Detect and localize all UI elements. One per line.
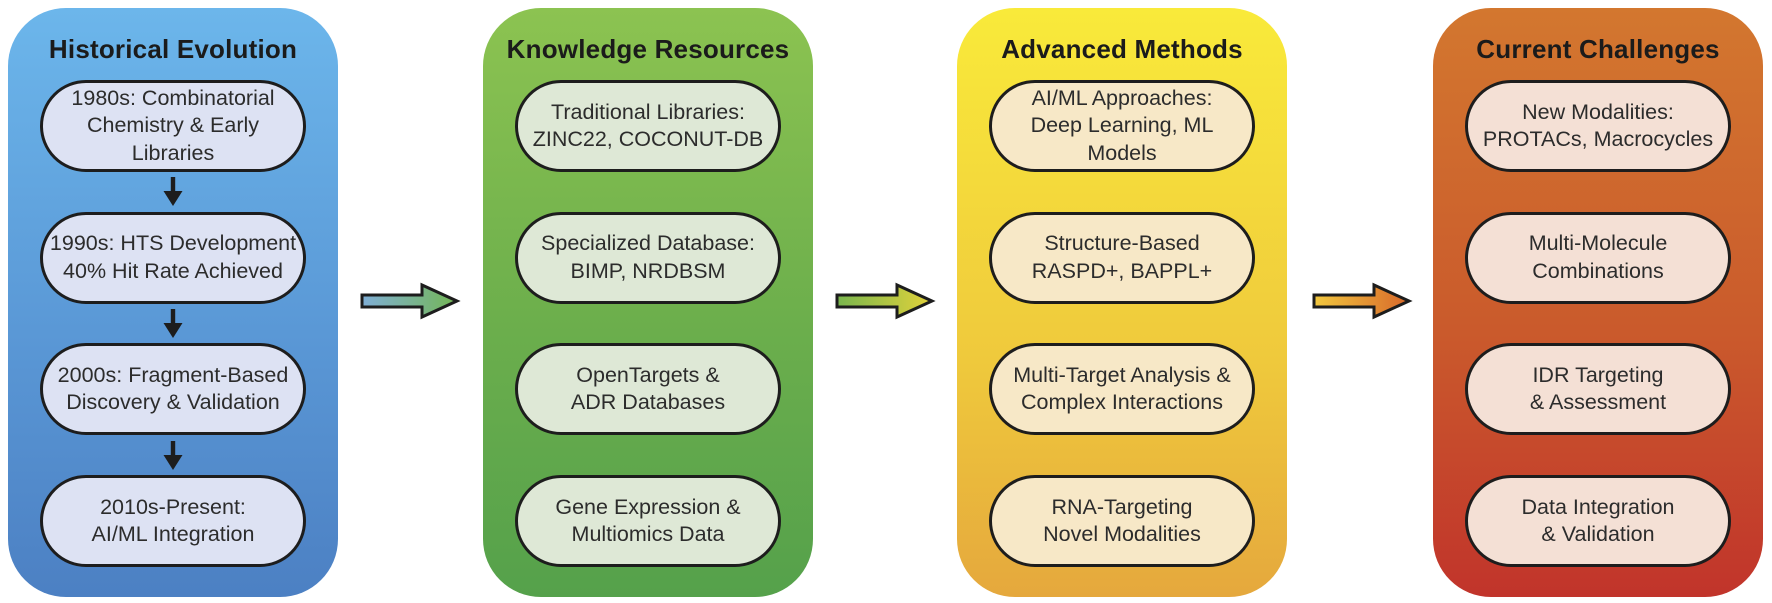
panel-current-challenges: Current Challenges New Modalities: PROTA… bbox=[1433, 8, 1763, 597]
panel-body: Traditional Libraries: ZINC22, COCONUT-D… bbox=[515, 80, 781, 567]
flow-node: Multi-Target Analysis & Complex Interact… bbox=[989, 343, 1255, 436]
flow-node: Specialized Database: BIMP, NRDBSM bbox=[515, 211, 781, 304]
panel-body: AI/ML Approaches: Deep Learning, ML Mode… bbox=[989, 80, 1255, 567]
down-arrow-icon bbox=[163, 440, 183, 470]
flow-node: Multi-Molecule Combinations bbox=[1465, 211, 1731, 304]
flow-node: IDR Targeting & Assessment bbox=[1465, 343, 1731, 436]
panel-advanced-methods: Advanced Methods AI/ML Approaches: Deep … bbox=[957, 8, 1287, 597]
flow-node: Traditional Libraries: ZINC22, COCONUT-D… bbox=[515, 80, 781, 172]
flow-node: 2010s-Present: AI/ML Integration bbox=[40, 474, 306, 567]
panel-body: 1980s: Combinatorial Chemistry & Early L… bbox=[40, 80, 306, 567]
flow-node: OpenTargets & ADR Databases bbox=[515, 343, 781, 436]
flow-node: New Modalities: PROTACs, Macrocycles bbox=[1465, 80, 1731, 172]
flow-node: Data Integration & Validation bbox=[1465, 474, 1731, 567]
panel-knowledge-resources: Knowledge Resources Traditional Librarie… bbox=[483, 8, 813, 597]
panel-body: New Modalities: PROTACs, Macrocycles Mul… bbox=[1465, 80, 1731, 567]
flow-node: RNA-Targeting Novel Modalities bbox=[989, 474, 1255, 567]
flow-node: Structure-Based RASPD+, BAPPL+ bbox=[989, 211, 1255, 304]
right-arrow-icon-yellow-to-orange bbox=[1312, 282, 1413, 320]
panel-title-advanced-methods: Advanced Methods bbox=[1001, 34, 1243, 64]
down-arrow-icon bbox=[163, 177, 183, 207]
flow-node: 2000s: Fragment-Based Discovery & Valida… bbox=[40, 343, 306, 436]
flow-node: 1980s: Combinatorial Chemistry & Early L… bbox=[40, 80, 306, 172]
flow-node: Gene Expression & Multiomics Data bbox=[515, 474, 781, 567]
down-arrow-icon bbox=[163, 308, 183, 338]
right-arrow-icon-green-to-yellow bbox=[835, 282, 936, 320]
flow-node: AI/ML Approaches: Deep Learning, ML Mode… bbox=[989, 80, 1255, 172]
panel-title-knowledge-resources: Knowledge Resources bbox=[506, 34, 790, 64]
panel-title-historical-evolution: Historical Evolution bbox=[48, 34, 298, 64]
flow-node: 1990s: HTS Development 40% Hit Rate Achi… bbox=[40, 211, 306, 304]
panel-historical-evolution: Historical Evolution 1980s: Combinatoria… bbox=[8, 8, 338, 597]
panel-title-current-challenges: Current Challenges bbox=[1476, 34, 1720, 64]
right-arrow-icon-blue-to-green bbox=[360, 282, 461, 320]
